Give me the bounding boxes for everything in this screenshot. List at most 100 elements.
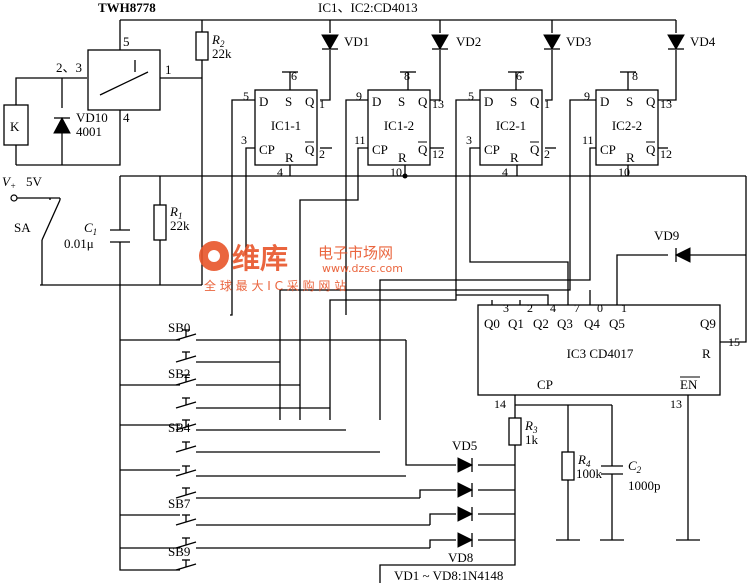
ff-pin-q: 13 <box>432 97 444 111</box>
ff-port-q: Q <box>530 94 540 109</box>
ff-port-s: S <box>626 94 633 109</box>
counter-pin-en: 13 <box>670 397 682 411</box>
counter-pin-label: 7 <box>574 301 580 315</box>
vd1-symbol <box>321 34 339 51</box>
ff-name: IC1-1 <box>271 118 301 133</box>
counter-pin-cp: 14 <box>494 397 506 411</box>
button-label-sb7: SB7 <box>168 496 191 511</box>
counter-output-q4: Q4 <box>584 316 600 331</box>
watermark-url: www.dzsc.com <box>322 262 403 275</box>
push-button <box>175 351 197 363</box>
relay-twh8778: TWH8778 5 2、3 1 4 K VD10 4001 <box>3 0 172 146</box>
relay-pin-5: 5 <box>123 34 130 49</box>
sa-switch <box>41 199 61 241</box>
watermark-brand: 维库 <box>232 242 288 275</box>
vd4-label: VD4 <box>690 34 716 49</box>
push-button <box>175 397 197 409</box>
ff-pin-q: 13 <box>660 97 672 111</box>
vd9-diode: VD9 <box>654 228 691 263</box>
vd4-symbol <box>667 34 685 51</box>
relay-coil-label: K <box>10 119 20 134</box>
ff-port-d: D <box>484 94 493 109</box>
counter-pin-label: 4 <box>550 301 556 315</box>
ff-pin-s: 6 <box>516 69 522 83</box>
timing-components: R3 1k R4 100k C2 1000p <box>508 417 661 493</box>
vd3-label: VD3 <box>566 34 591 49</box>
ff-port-qbar: Q <box>646 142 656 157</box>
counter-output-q1: Q1 <box>508 316 524 331</box>
button-label-sb0: SB0 <box>168 320 190 335</box>
push-button <box>175 374 197 386</box>
ff-pin-q: 1 <box>319 97 325 111</box>
counter-pin-label: 0 <box>597 301 603 315</box>
ff-port-q: Q <box>305 94 315 109</box>
ff-name: IC2-1 <box>496 118 526 133</box>
diode-types-label: VD1 ~ VD8:1N4148 <box>394 568 503 583</box>
vd2-symbol <box>431 34 449 51</box>
relay-coil-k <box>3 104 29 146</box>
relay-part-label: TWH8778 <box>98 0 156 15</box>
vd10-diode-symbol <box>53 116 71 134</box>
c2-value: 1000p <box>628 478 661 493</box>
vd10-label: VD10 <box>76 110 108 125</box>
counter-output-q0: Q0 <box>484 316 500 331</box>
ff-pin-cp: 3 <box>466 133 472 147</box>
ff-pin-cp: 11 <box>354 133 366 147</box>
ff-port-d: D <box>372 94 381 109</box>
ff-pin-cp: 11 <box>582 133 594 147</box>
push-button <box>175 487 197 499</box>
ff-port-s: S <box>285 94 292 109</box>
svg-text:R3: R3 <box>524 418 538 435</box>
ff-port-cp: CP <box>600 142 616 157</box>
vd5-label: VD5 <box>452 438 477 453</box>
ff-port-cp: CP <box>372 142 388 157</box>
button-label-sb4: SB4 <box>168 420 191 435</box>
ff-port-r: R <box>626 150 635 165</box>
vd2-label: VD2 <box>456 34 481 49</box>
ff-pin-qbar: 12 <box>432 147 444 161</box>
button-label-sb9: SB9 <box>168 544 190 559</box>
counter-pin-r: 15 <box>728 335 740 349</box>
counter-pin-label: 2 <box>527 301 533 315</box>
supply-value: 5V <box>26 174 43 189</box>
counter-pin-label: 1 <box>621 301 627 315</box>
button-diodes: VD5 VD8 <box>448 438 477 565</box>
ff-port-qbar: Q <box>418 142 428 157</box>
ff-pin-d: 9 <box>584 89 590 103</box>
push-button <box>175 559 197 571</box>
ff-pin-r: 10 <box>618 165 630 179</box>
ff-pin-d: 5 <box>468 89 474 103</box>
ff-port-cp: CP <box>484 142 500 157</box>
ff-port-cp: CP <box>259 142 275 157</box>
ff-name: IC2-2 <box>612 118 642 133</box>
ff-port-r: R <box>510 150 519 165</box>
ff-pin-s: 6 <box>291 69 297 83</box>
counter-en-label: EN <box>680 377 698 392</box>
c1-value: 0.01μ <box>64 236 94 251</box>
r1-value: 22k <box>170 218 190 233</box>
sa-label: SA <box>14 220 31 235</box>
r4-value: 100k <box>576 466 603 481</box>
counter-output-q9: Q9 <box>700 316 716 331</box>
counter-output-q3: Q3 <box>557 316 573 331</box>
vd9-label: VD9 <box>654 228 679 243</box>
push-button <box>175 329 197 341</box>
ff-pin-d: 9 <box>356 89 362 103</box>
ff-pin-r: 4 <box>277 165 283 179</box>
ff-pin-r: 4 <box>502 165 508 179</box>
counter-pin-label: 3 <box>503 301 509 315</box>
counter-name: IC3 CD4017 <box>567 346 634 361</box>
watermark-tagline: 全 球 最 大 I C 采 购 网 站 <box>204 278 346 293</box>
ff-port-d: D <box>259 94 268 109</box>
resistor-r1 <box>153 204 167 241</box>
push-button <box>175 514 197 526</box>
push-button <box>175 537 197 549</box>
ff-port-s: S <box>398 94 405 109</box>
vd1-label: VD1 <box>344 34 369 49</box>
resistor-r3 <box>508 417 522 446</box>
supply-terminal <box>10 194 18 202</box>
